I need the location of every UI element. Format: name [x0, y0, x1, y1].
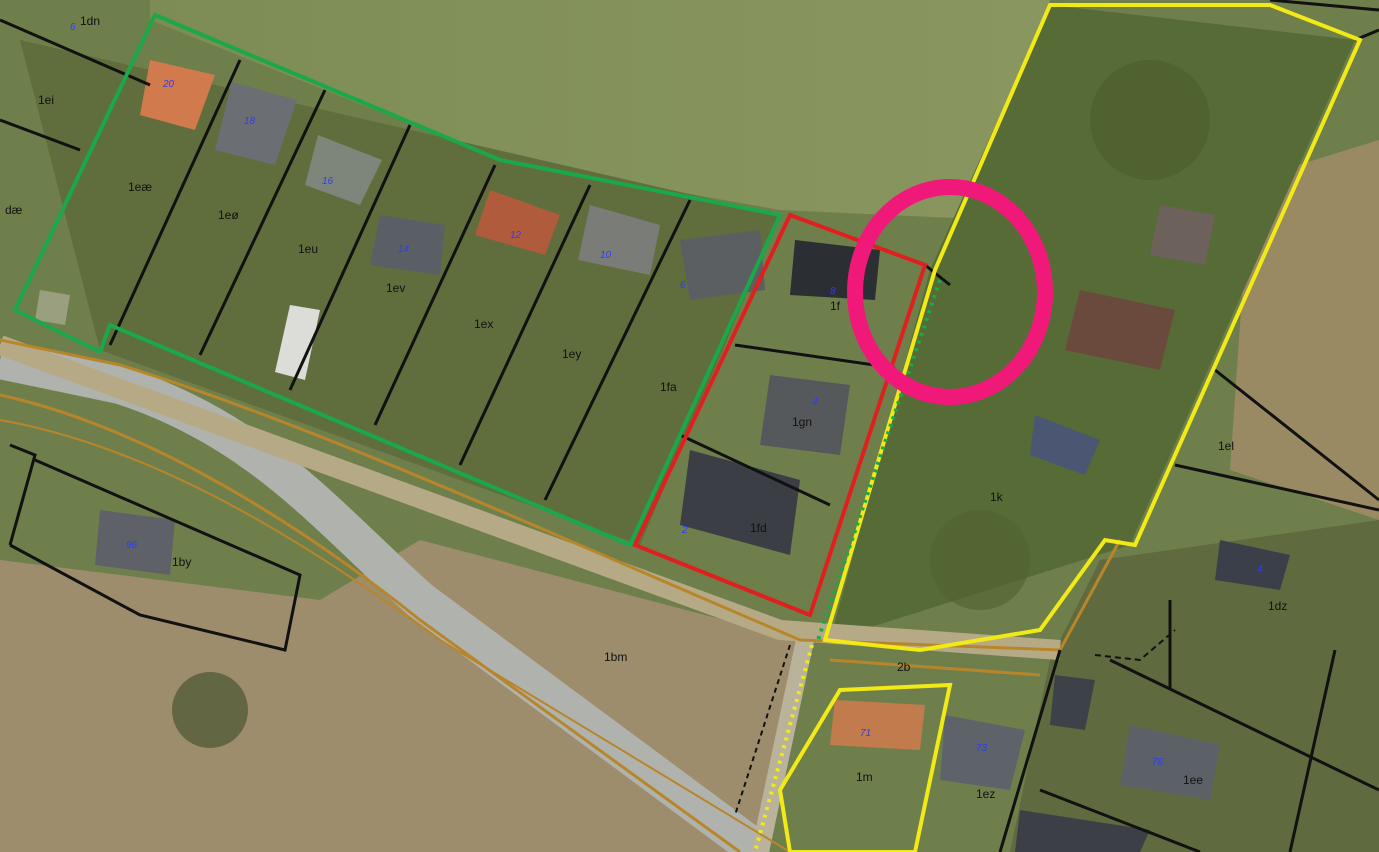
house-number: 12: [510, 230, 522, 241]
parcel-label: dæ: [5, 203, 23, 217]
house-number: 10: [600, 250, 612, 261]
parcel-label: 1m: [856, 770, 873, 784]
house-number: 96: [126, 540, 138, 551]
parcel-label: 1f: [830, 299, 841, 313]
house-number: 14: [398, 244, 410, 255]
parcel-label: 1el: [1218, 439, 1234, 453]
house-number: 71: [860, 728, 871, 739]
house-number: 76: [1152, 757, 1164, 768]
house-number-layer: 6 20 18 16 14 12 10 8 6 4 2 96 71 73 76 …: [70, 22, 1263, 768]
house-number: 18: [244, 116, 256, 127]
dry-meadow: [0, 540, 800, 852]
house-number: 20: [162, 79, 175, 90]
highlight-circle[interactable]: [847, 179, 1053, 405]
parcel-label: 1ee: [1183, 773, 1203, 787]
road-boundary-line: [829, 658, 1041, 677]
parcel-label-layer: 1dn 1ei 1eæ 1eø 1eu 1ev 1ex 1ey 1fa 1f 1…: [5, 14, 1287, 801]
parcel-label: 1ev: [386, 281, 405, 295]
farm-field: [150, 0, 1050, 220]
east-gardens: [1010, 520, 1379, 852]
parcel-label: 1bm: [604, 650, 627, 664]
parcel-label: 1by: [172, 555, 191, 569]
house-number: 8: [830, 286, 836, 297]
parcel-label: 1ey: [562, 347, 581, 361]
yellow-boundary-south: [777, 682, 953, 852]
house-number: 2: [681, 525, 688, 536]
parcel-label: 1ei: [38, 93, 54, 107]
parcel-label: 2b: [897, 660, 911, 674]
yellow-dotted-line: [753, 644, 814, 852]
green-boundary: [12, 12, 783, 548]
red-boundary: [632, 212, 928, 618]
parcel-label: 1eu: [298, 242, 318, 256]
house-number: 4: [1257, 564, 1263, 575]
dashed-parcel-line: [1094, 629, 1176, 662]
road-boundary-line: [0, 419, 791, 852]
parcel-label: 1eæ: [128, 180, 152, 194]
house-number: 73: [976, 743, 988, 754]
house-number: 6: [680, 280, 686, 291]
dashed-parcel-line: [734, 644, 791, 816]
parcel-label: 1fa: [660, 380, 677, 394]
parcel-label: 1ex: [474, 317, 493, 331]
parcel-label: 1dz: [1268, 599, 1287, 613]
parcel-label: 1k: [990, 490, 1004, 504]
house-number: 4: [812, 397, 818, 408]
parcel-label: 1ez: [976, 787, 995, 801]
parcel-label: 1fd: [750, 521, 767, 535]
house-number: 6: [70, 22, 76, 33]
parcel-label: 1dn: [80, 14, 100, 28]
road-boundary-line: [0, 393, 741, 852]
house-number: 16: [322, 176, 334, 187]
road-boundary-line: [0, 338, 1122, 652]
garden-greens: [20, 40, 780, 545]
parcel-label: 1eø: [218, 208, 239, 222]
parcel-label: 1gn: [792, 415, 812, 429]
